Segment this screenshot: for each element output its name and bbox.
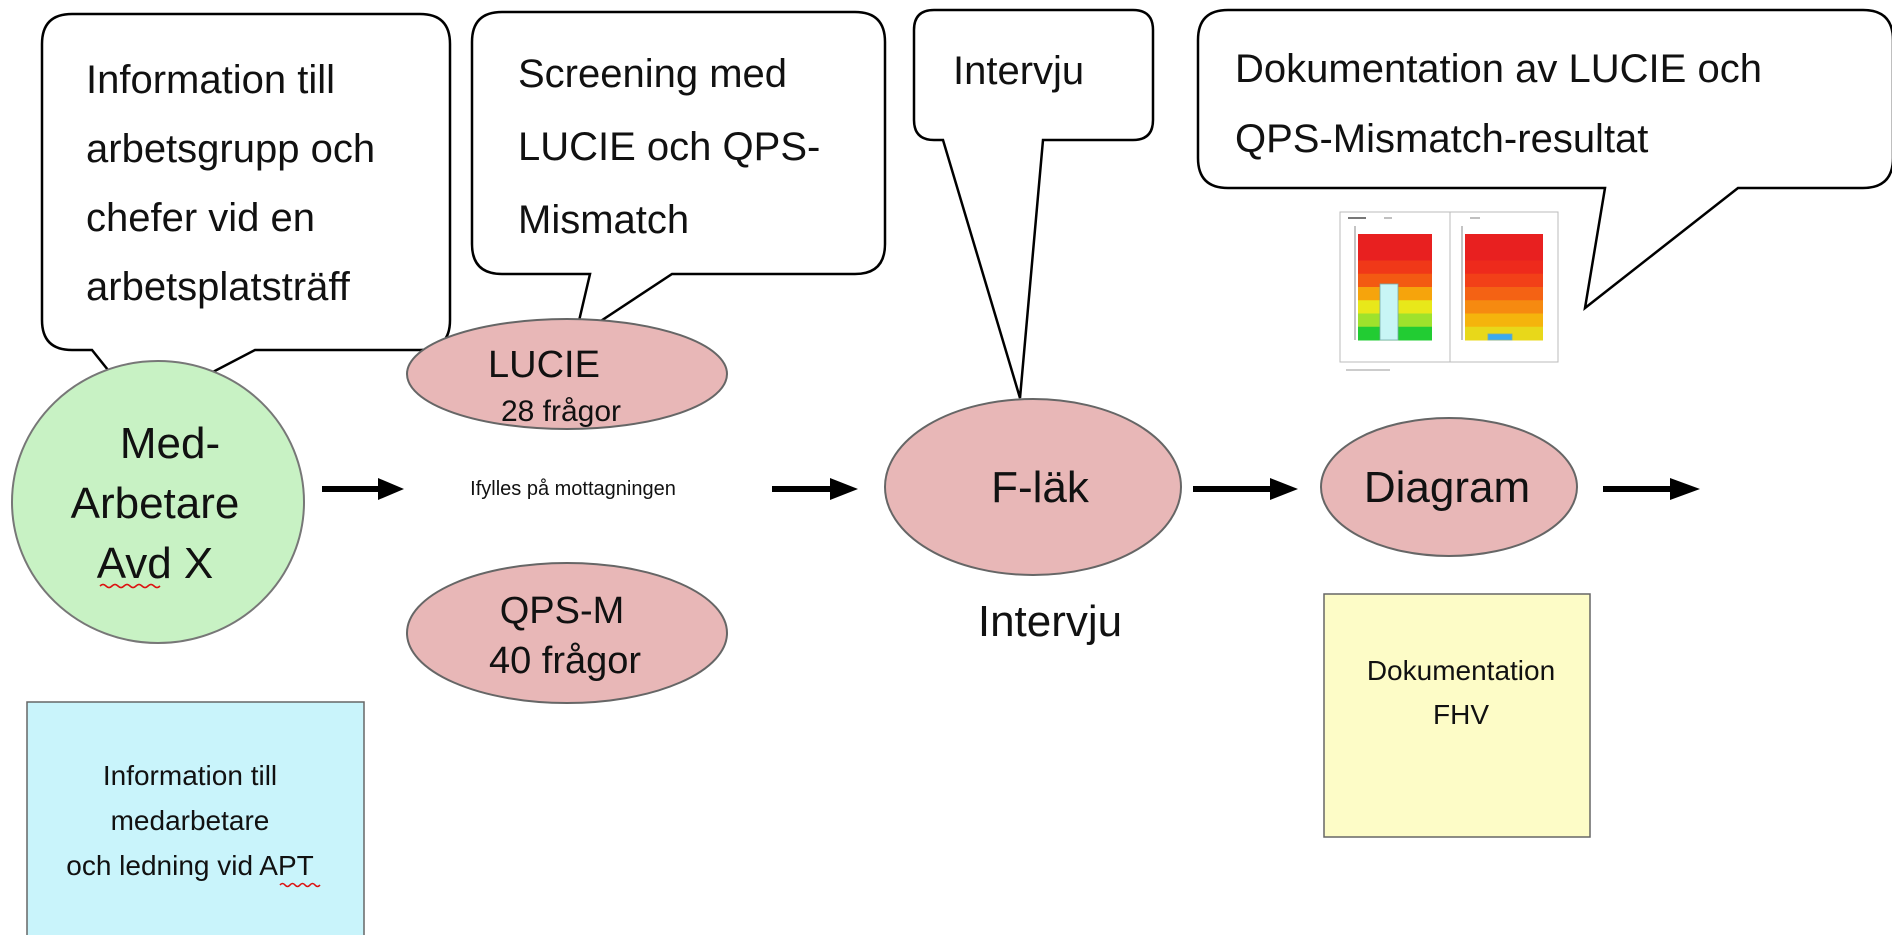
node-medarbetare-line-3: Avd X — [97, 539, 214, 588]
bubble-screening: Screening med LUCIE och QPS- Mismatch — [470, 10, 887, 341]
svg-text:Information till: Information till — [86, 58, 335, 102]
arrow-1 — [322, 478, 404, 500]
chart-thumbnail — [1339, 211, 1559, 371]
note-fhv-line-1: Dokumentation — [1367, 655, 1555, 686]
chart-thumbnail-panel-left — [1358, 234, 1432, 341]
node-lucie: LUCIE 28 frågor — [406, 318, 728, 430]
note-apt-line-1: Information till — [103, 760, 277, 791]
note-fhv: Dokumentation FHV — [1323, 593, 1591, 838]
thumbnail-band — [1465, 313, 1543, 328]
note-fhv-line-2: FHV — [1433, 699, 1489, 730]
bubble-dokumentation-line-2: QPS-Mismatch-resultat — [1235, 117, 1648, 161]
bubble-information-line-1: Information till — [86, 58, 335, 102]
node-flak: F-läk — [884, 398, 1182, 576]
thumbnail-band — [1465, 300, 1543, 314]
node-medarbetare-line-2: Arbetare — [71, 479, 240, 528]
node-lucie-title: LUCIE — [488, 344, 600, 386]
thumbnail-band — [1358, 260, 1432, 275]
note-apt-line-2: medarbetare — [111, 805, 270, 836]
thumbnail-band — [1358, 247, 1432, 261]
bubble-information-line-3: chefer vid en — [86, 196, 315, 240]
svg-text:Mismatch: Mismatch — [518, 198, 689, 242]
bubble-dokumentation-line-1: Dokumentation av LUCIE och — [1235, 47, 1762, 91]
svg-text:arbetsgrupp och: arbetsgrupp och — [86, 127, 375, 171]
bubble-information-line-2: arbetsgrupp och — [86, 127, 375, 171]
svg-text:Dokumentation av LUCIE och: Dokumentation av LUCIE och — [1235, 47, 1762, 91]
svg-text:Intervju: Intervju — [953, 49, 1084, 93]
bubble-screening-line-3: Mismatch — [518, 198, 689, 242]
flak-caption: Intervju — [978, 597, 1122, 646]
svg-text:arbetsplatsträff: arbetsplatsträff — [86, 265, 351, 309]
thumbnail-band — [1465, 260, 1543, 275]
bubble-dokumentation: Dokumentation av LUCIE och QPS-Mismatch-… — [1196, 8, 1892, 311]
thumbnail-band — [1465, 247, 1543, 261]
thumbnail-band — [1358, 273, 1432, 288]
bubble-intervju-line-1: Intervju — [953, 49, 1084, 93]
thumbnail-marker — [1379, 283, 1399, 341]
node-qpsm-title: QPS-M — [500, 590, 625, 632]
node-medarbetare-line-1: Med- — [120, 419, 220, 468]
node-lucie-subtitle: 28 frågor — [501, 395, 621, 428]
thumbnail-band — [1465, 273, 1543, 288]
note-apt-line-3: och ledning vid APT — [66, 850, 314, 881]
bubble-intervju: Intervju — [912, 8, 1155, 399]
thumbnail-band — [1465, 234, 1543, 248]
node-diagram-label: Diagram — [1364, 463, 1530, 512]
chart-thumbnail-panel-right — [1465, 234, 1543, 341]
thumbnail-marker — [1487, 333, 1513, 341]
thumbnail-band — [1358, 234, 1432, 248]
bubble-information-line-4: arbetsplatsträff — [86, 265, 351, 309]
svg-text:Screening med: Screening med — [518, 52, 787, 96]
node-qpsm-subtitle: 40 frågor — [489, 640, 641, 682]
bubble-screening-line-1: Screening med — [518, 52, 787, 96]
arrow-4 — [1603, 478, 1700, 500]
thumbnail-band — [1465, 287, 1543, 301]
note-apt: Information till medarbetare och ledning… — [26, 701, 365, 935]
node-medarbetare: Med- Arbetare Avd X — [11, 360, 305, 644]
spellcheck-underline-apt — [279, 882, 321, 888]
node-qpsm: QPS-M 40 frågor — [406, 562, 728, 704]
svg-text:chefer vid en: chefer vid en — [86, 196, 315, 240]
svg-text:LUCIE och QPS-: LUCIE och QPS- — [518, 125, 820, 169]
arrow-3 — [1193, 478, 1298, 500]
node-flak-label: F-läk — [991, 463, 1090, 512]
ifylles-label: Ifylles på mottagningen — [470, 478, 676, 500]
node-diagram: Diagram — [1320, 417, 1578, 557]
bubble-information: Information till arbetsgrupp och chefer … — [40, 12, 452, 412]
svg-text:QPS-Mismatch-resultat: QPS-Mismatch-resultat — [1235, 117, 1648, 161]
arrow-2 — [772, 478, 858, 500]
spellcheck-underline-avd — [99, 583, 161, 589]
bubble-screening-line-2: LUCIE och QPS- — [518, 125, 820, 169]
